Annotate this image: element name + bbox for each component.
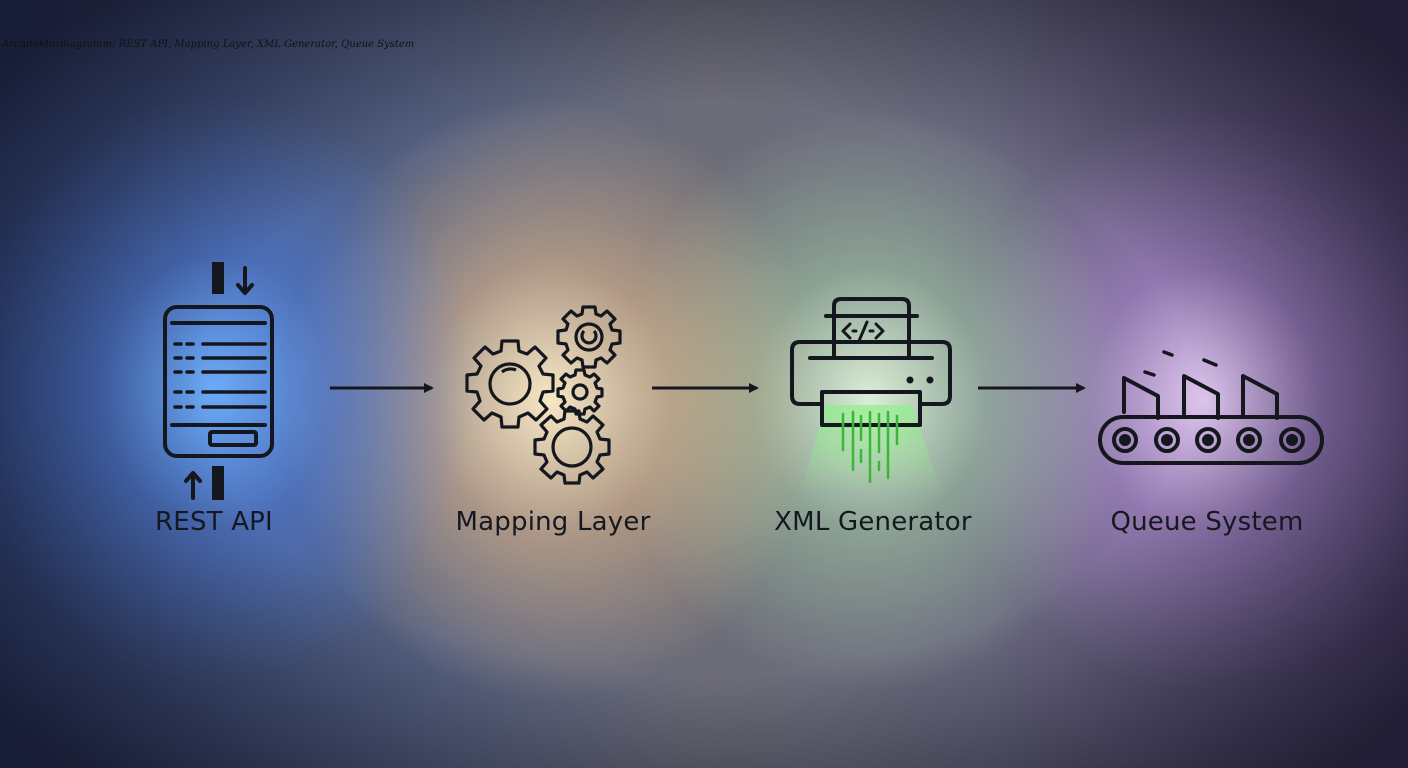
node-label-xml-generator: XML Generator [774,507,972,537]
conveyor-icon [1098,350,1324,465]
printer-code-icon [790,297,952,495]
node-label-queue-system: Queue System [1110,507,1304,537]
node-label-mapping-layer: Mapping Layer [455,507,651,537]
gears-icon [465,305,622,485]
node-label-rest-api: REST API [155,507,273,537]
diagram-caption: Architekturdiagramm: REST API, Mapping L… [2,39,415,50]
server-icon [163,262,274,500]
